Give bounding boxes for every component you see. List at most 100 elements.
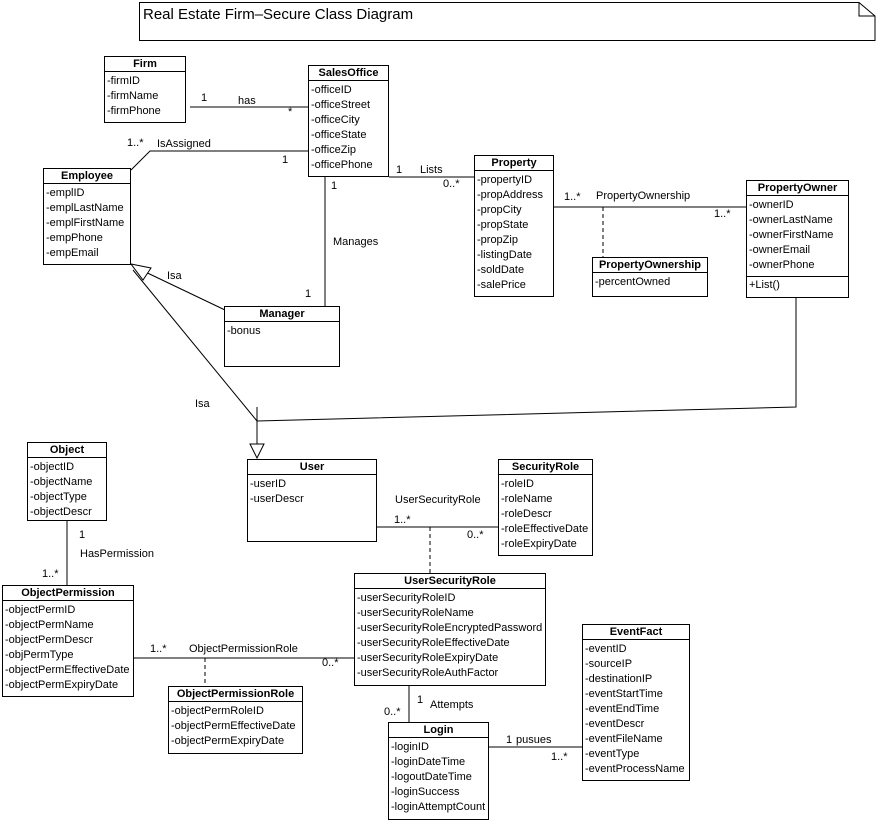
multiplicity-label: 0..* (322, 657, 339, 669)
association-label: IsAssigned (157, 138, 211, 150)
multiplicity-label: 0..* (443, 178, 460, 190)
class-property-owner[interactable]: PropertyOwner -ownerID -ownerLastName -o… (746, 180, 849, 298)
attribute: -userSecurityRoleID (357, 592, 456, 604)
attribute: -officeCity (311, 114, 360, 126)
attribute: -eventProcessName (585, 763, 685, 775)
attribute: -roleName (501, 493, 553, 505)
diagram-title-note: Real Estate Firm–Secure Class Diagram (139, 2, 876, 41)
multiplicity-label: 1..* (42, 568, 59, 580)
multiplicity-label: 1 (396, 164, 403, 176)
attribute: -salePrice (477, 279, 526, 291)
multiplicity-label: 1 (282, 154, 289, 166)
attribute: -loginAttemptCount (391, 801, 486, 813)
multiplicity-label: 1..* (394, 514, 411, 526)
class-event-fact[interactable]: EventFact -eventID -sourceIP -destinatio… (582, 624, 690, 781)
multiplicity-label: 0..* (384, 706, 401, 718)
multiplicity-label: 1 (305, 288, 312, 300)
class-property-ownership[interactable]: PropertyOwnership -percentOwned (592, 257, 708, 297)
attribute: -eventEndTime (585, 703, 660, 715)
class-name: Object (28, 443, 106, 458)
attribute: -emplLastName (46, 202, 124, 214)
class-property[interactable]: Property -propertyID -propAddress -propC… (474, 155, 554, 297)
attribute: -objectPermRoleID (171, 705, 264, 717)
attribute: -soldDate (477, 264, 525, 276)
attribute: -destinationIP (585, 673, 653, 685)
generalization-label: Isa (195, 398, 210, 410)
operation: +List() (749, 279, 780, 291)
attribute: -officeID (311, 84, 352, 96)
attribute: -listingDate (477, 249, 533, 261)
association-label: has (238, 95, 256, 107)
attribute: -ownerFirstName (749, 229, 834, 241)
attribute: -propAddress (477, 189, 544, 201)
attribute: -officeState (311, 129, 367, 141)
attribute: -propCity (477, 204, 522, 216)
attribute: -ownerID (749, 199, 794, 211)
diagram-title: Real Estate Firm–Secure Class Diagram (143, 6, 414, 23)
attribute: -propertyID (477, 174, 533, 186)
multiplicity-label: 1 (201, 92, 208, 104)
class-name: UserSecurityRole (355, 574, 545, 589)
class-login[interactable]: Login -loginID -loginDateTime -logoutDat… (388, 722, 489, 820)
attribute: -userDescr (250, 493, 304, 505)
attribute: -loginID (391, 741, 429, 753)
class-name: PropertyOwnership (593, 258, 707, 273)
multiplicity-label: 1..* (714, 208, 731, 220)
attribute: -objectPermEffectiveDate (5, 664, 130, 676)
attribute: -userSecurityRoleName (357, 607, 474, 619)
multiplicity-label: 1 (331, 180, 338, 192)
multiplicity-label: 1..* (551, 751, 568, 763)
attribute: -empPhone (46, 232, 103, 244)
class-firm[interactable]: Firm -firmID -firmName -firmPhone (104, 56, 186, 123)
generalization-label: Isa (167, 270, 182, 282)
class-name: Login (389, 723, 488, 738)
attribute: -objectID (30, 461, 75, 473)
attribute: -roleEffectiveDate (501, 523, 589, 535)
attribute: -objectType (30, 491, 87, 503)
attribute: -empEmail (46, 247, 99, 259)
class-name: Firm (105, 57, 185, 72)
class-object-permission[interactable]: ObjectPermission -objectPermID -objectPe… (2, 585, 134, 697)
multiplicity-label: 1..* (127, 137, 144, 149)
class-security-role[interactable]: SecurityRole -roleID -roleName -roleDesc… (498, 459, 593, 556)
attribute: -eventID (585, 643, 627, 655)
attribute: -emplFirstName (46, 217, 125, 229)
multiplicity-label: 0..* (467, 529, 484, 541)
attribute: -ownerEmail (749, 244, 811, 256)
isa-arrowhead-employee (129, 263, 152, 281)
isa-arrowhead-user (249, 443, 265, 460)
attribute: -propState (477, 219, 529, 231)
attribute: -firmPhone (107, 105, 161, 117)
association-label: UserSecurityRole (395, 494, 481, 506)
attribute: -objectDescr (30, 506, 92, 518)
class-object[interactable]: Object -objectID -objectName -objectType… (27, 442, 107, 521)
attribute: -objectPermID (5, 604, 76, 616)
attribute: -bonus (227, 325, 261, 337)
class-name: Manager (225, 307, 339, 322)
class-user[interactable]: User -userID -userDescr (247, 459, 377, 542)
association-label: PropertyOwnership (596, 190, 691, 202)
attribute: -objectPermDescr (5, 634, 94, 646)
attribute: -objectPermEffectiveDate (171, 720, 296, 732)
class-manager[interactable]: Manager -bonus (224, 306, 340, 367)
multiplicity-label: * (288, 106, 293, 118)
association-label: HasPermission (80, 548, 154, 560)
attribute: -objectPermExpiryDate (5, 679, 119, 691)
attribute: -userSecurityRoleAuthFactor (357, 667, 499, 679)
class-sales-office[interactable]: SalesOffice -officeID -officeStreet -off… (308, 65, 389, 177)
attribute: -roleExpiryDate (501, 538, 577, 550)
class-name: PropertyOwner (747, 181, 848, 196)
class-name: ObjectPermissionRole (169, 687, 302, 702)
attribute: -ownerLastName (749, 214, 833, 226)
class-user-security-role[interactable]: UserSecurityRole -userSecurityRoleID -us… (354, 573, 546, 686)
attribute: -officeZip (311, 144, 357, 156)
attribute: -eventType (585, 748, 640, 760)
class-employee[interactable]: Employee -emplID -emplLastName -emplFirs… (43, 168, 131, 265)
multiplicity-label: 1..* (150, 643, 167, 655)
class-object-permission-role[interactable]: ObjectPermissionRole -objectPermRoleID -… (168, 686, 303, 754)
attribute: -eventFileName (585, 733, 663, 745)
attribute: -eventStartTime (585, 688, 663, 700)
multiplicity-label: 1 (79, 529, 86, 541)
class-name: SecurityRole (499, 460, 592, 475)
attribute: -officeStreet (311, 99, 371, 111)
